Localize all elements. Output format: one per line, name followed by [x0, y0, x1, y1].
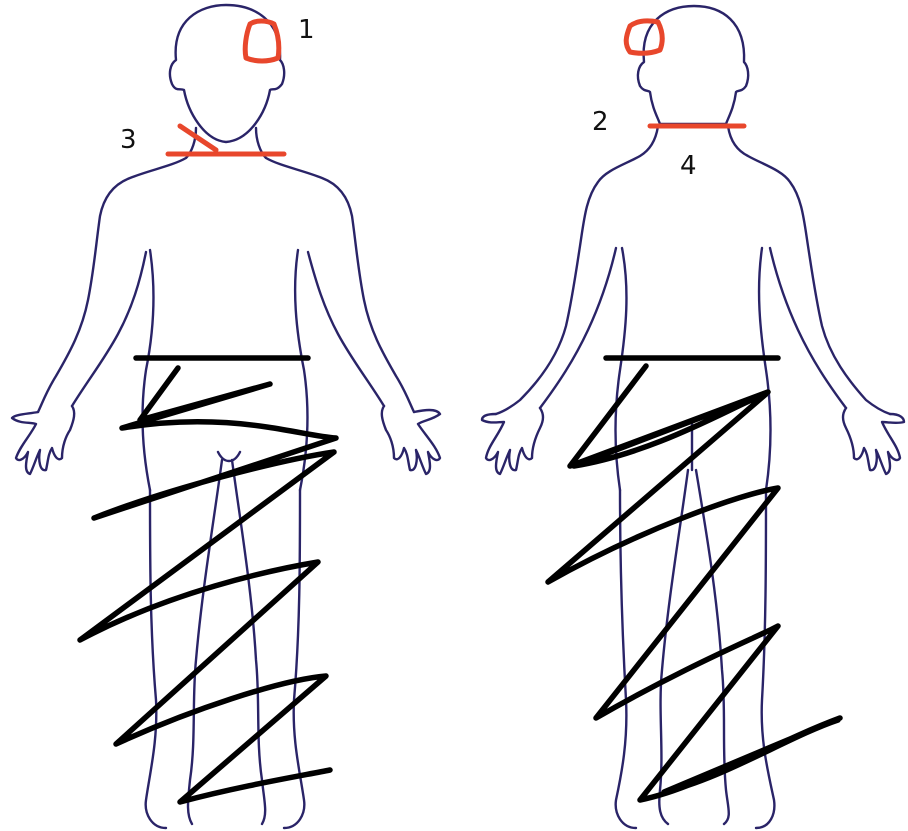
marker-label-1: 1 [298, 15, 315, 45]
back-right-inner-arm [770, 248, 846, 408]
front-left-hip [143, 250, 154, 490]
front-left-hand [12, 406, 74, 474]
front-neck-red-slash [180, 126, 216, 150]
front-head-red-box [245, 21, 279, 61]
red-markings [168, 21, 744, 154]
front-legs-black-zigzag [80, 368, 336, 802]
front-left-leg-outer [146, 490, 166, 828]
front-left-inner-arm [72, 252, 146, 406]
front-right-hip [295, 250, 307, 490]
marker-label-2: 2 [592, 107, 609, 137]
back-right-hip [759, 248, 770, 490]
marker-label-4: 4 [680, 151, 697, 181]
back-left-hand [482, 408, 543, 474]
front-right-hand [382, 406, 440, 474]
back-legs-black-zigzag [548, 366, 840, 800]
back-right-hand [843, 408, 904, 474]
front-head-outline [170, 5, 284, 142]
front-torso-right-outline [256, 128, 414, 412]
marker-label-3: 3 [120, 125, 137, 155]
back-body-figure [482, 6, 904, 828]
back-torso-right-outline [728, 126, 890, 414]
back-right-leg-outer [756, 490, 774, 828]
front-torso-left-outline [38, 128, 196, 412]
front-body-figure [12, 5, 440, 828]
back-torso-left-outline [496, 126, 658, 414]
back-left-inner-arm [540, 248, 616, 408]
